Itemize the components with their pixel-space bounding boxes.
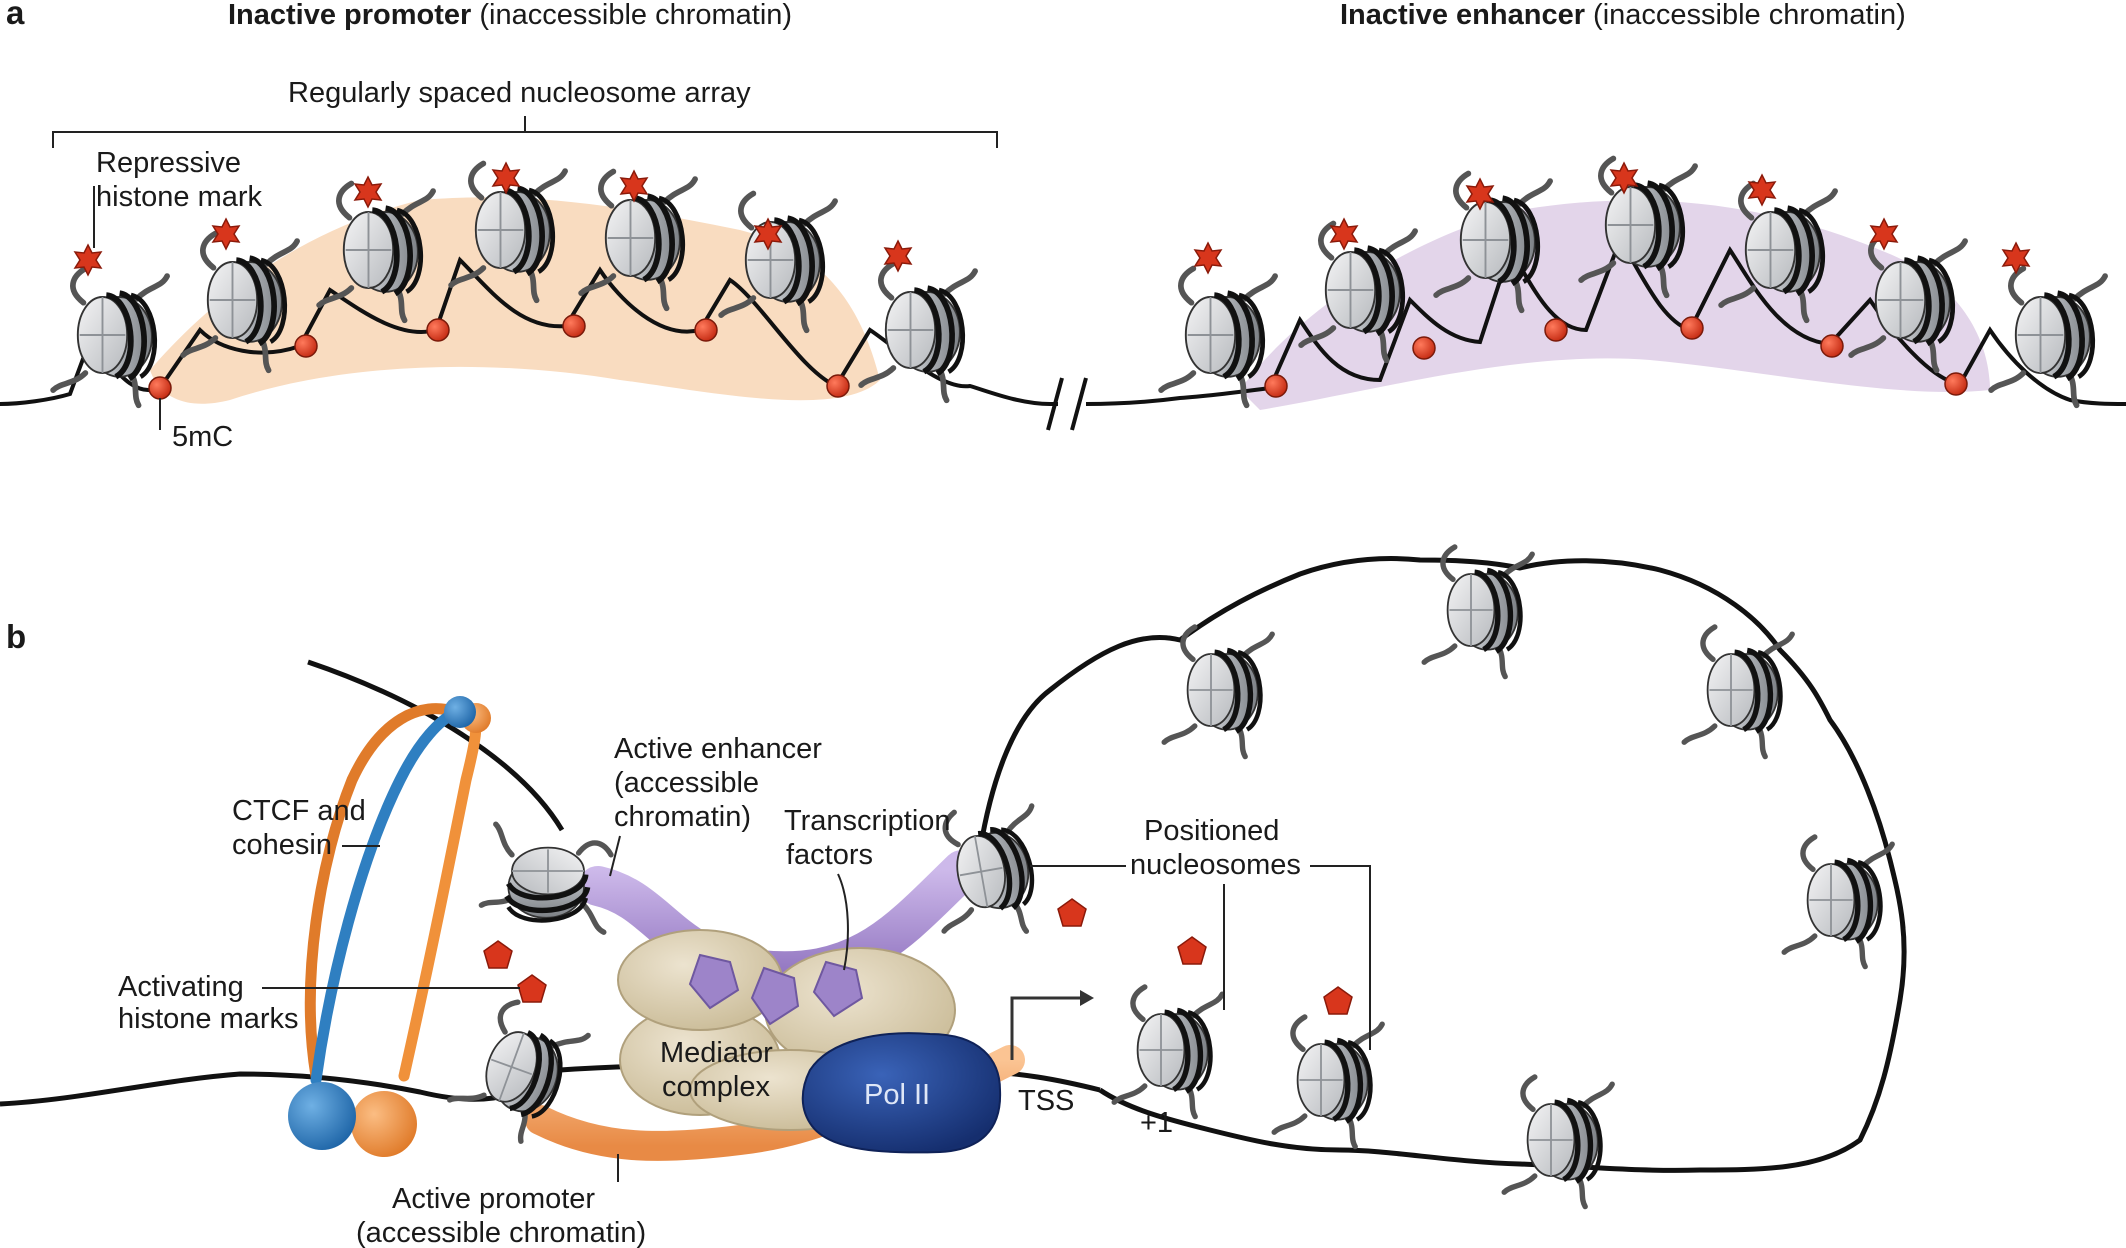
inactive-enhancer-title-rest: (inaccessible chromatin) — [1585, 0, 1906, 31]
ctcf-label-1: CTCF and — [232, 795, 366, 827]
tss-arrow-line — [1010, 996, 1080, 1060]
activating-label-2: histone marks — [118, 1003, 299, 1035]
activating-mark-icon — [1323, 986, 1353, 1015]
loop-nucleosome-3 — [1684, 627, 1792, 757]
methyl-dot — [148, 376, 172, 400]
positioned-leader-right — [1223, 865, 1371, 1050]
repressive-mark-icon — [354, 176, 382, 208]
loop-nucleosome-5 — [1504, 1077, 1612, 1207]
plus-one-nucleosome — [1114, 987, 1222, 1117]
transcription-factor — [812, 960, 864, 1018]
repressive-mark-label-2: histone mark — [96, 181, 263, 213]
tss-arrow-head-icon — [1080, 990, 1094, 1006]
enhancer-nucleosome-7 — [1991, 269, 2105, 406]
ctcf-bottom-ball — [288, 1082, 356, 1150]
transcription-factor — [688, 953, 740, 1010]
inactive-enhancer-title-bold: Inactive enhancer — [1340, 0, 1585, 31]
cohesin-ring-right — [398, 708, 482, 1082]
pol2-label: Pol II — [864, 1079, 930, 1111]
activating-mark-icon — [483, 940, 513, 969]
dna-break-symbol — [1046, 377, 1088, 431]
panel-b-letter: b — [6, 618, 26, 655]
enhancer-label-2: (accessible — [614, 767, 759, 799]
dna-upper-strand — [307, 659, 565, 832]
promoter-nucleosome-7 — [861, 264, 975, 401]
tf-label-1: Transcription — [784, 805, 951, 837]
inactive-promoter-title: Inactive promoter (inaccessible chromati… — [228, 0, 792, 31]
enhancer-leader — [609, 835, 621, 877]
ctcf-label-2: cohesin — [232, 829, 332, 861]
transcription-factors — [688, 953, 864, 1026]
positioned-nucleosome-2 — [1274, 1017, 1382, 1147]
methyl-dot — [826, 374, 850, 398]
methyl-dots — [148, 314, 1968, 400]
nucleosome-array-bracket — [52, 116, 998, 148]
loop-nucleosome-2 — [1424, 547, 1532, 677]
enhancer-label-1: Active enhancer — [614, 733, 822, 765]
ctcf-top-ball — [444, 696, 476, 728]
inactive-promoter-title-rest: (inaccessible chromatin) — [471, 0, 792, 31]
positioned-label-1: Positioned — [1144, 815, 1279, 847]
tf-leader — [837, 873, 849, 971]
repressive-mark-icon — [620, 170, 648, 202]
repressive-mark-icon — [1748, 174, 1776, 206]
methyl-dot — [1680, 316, 1704, 340]
methyl-dot — [1820, 334, 1844, 358]
nucleosome-array-label: Regularly spaced nucleosome array — [288, 77, 751, 109]
active-promoter-label-2: (accessible chromatin) — [356, 1217, 646, 1248]
inactive-promoter-title-bold: Inactive promoter — [228, 0, 471, 31]
cohesin-ring-left — [304, 703, 462, 1082]
inactive-enhancer-title: Inactive enhancer (inaccessible chromati… — [1340, 0, 1906, 31]
repressive-mark-icon — [492, 162, 520, 194]
panel-a-letter: a — [6, 0, 25, 31]
cohesin-bottom-ball — [351, 1091, 417, 1157]
methyl-dot — [426, 318, 450, 342]
loop-nucleosome-1 — [1164, 627, 1272, 757]
repressive-mark-icon — [1194, 242, 1222, 274]
activating-mark-icon — [1057, 898, 1087, 927]
enhancer-label-3: chromatin) — [614, 801, 751, 833]
activating-mark-icon — [1177, 936, 1207, 965]
pol2 — [801, 1032, 1002, 1154]
tf-label-2: factors — [786, 839, 873, 871]
activating-label-1: Activating — [118, 971, 244, 1003]
transcription-factor — [750, 966, 800, 1026]
plus-one-label: +1 — [1140, 1107, 1173, 1139]
methyl-dot — [294, 334, 318, 358]
methyl-label: 5mC — [172, 421, 233, 453]
positioned-label-2: nucleosomes — [1130, 849, 1301, 881]
promoter-shading — [150, 197, 880, 404]
loop-nucleosome-4 — [1784, 837, 1892, 967]
repressive-mark-label-1: Repressive — [96, 147, 241, 179]
mediator-label-1: Mediator — [660, 1037, 773, 1069]
active-promoter-label-1: Active promoter — [392, 1183, 595, 1215]
methyl-dot — [1544, 318, 1568, 342]
methyl-dot — [1264, 374, 1288, 398]
dna-loop — [977, 556, 1907, 1173]
tss-label: TSS — [1018, 1085, 1074, 1117]
methyl-dot — [1412, 336, 1436, 360]
methyl-dot — [694, 318, 718, 342]
mediator-label-2: complex — [662, 1071, 770, 1103]
activating-mark-icon — [517, 974, 547, 1003]
methyl-dot — [1944, 372, 1968, 396]
ctcf-loop — [310, 706, 462, 1086]
methyl-dot — [562, 314, 586, 338]
